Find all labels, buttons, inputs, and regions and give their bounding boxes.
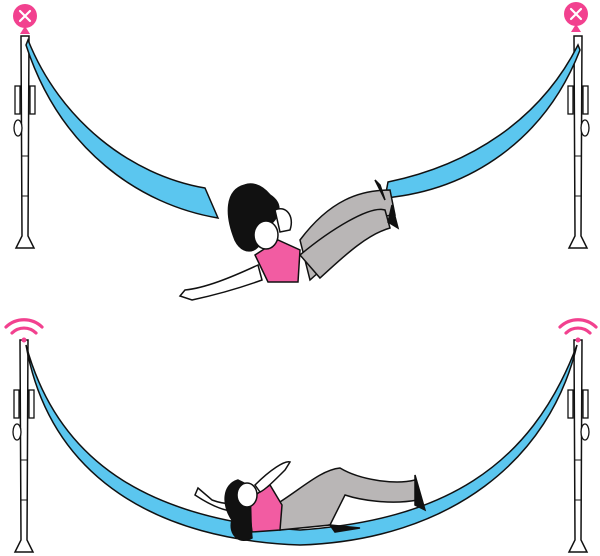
scene-connected (4, 318, 598, 553)
x-circle-icon (564, 2, 588, 32)
wifi-icon (558, 318, 598, 343)
broken-hammock-left (25, 37, 220, 219)
lying-person (194, 461, 427, 541)
x-circle-icon (13, 4, 37, 34)
wifi-icon (4, 318, 44, 343)
hammock (25, 344, 578, 546)
broken-hammock-right (384, 43, 581, 199)
pole-left (12, 339, 35, 553)
pole-right (567, 339, 590, 553)
pole-left (13, 35, 36, 249)
scene-disconnected (13, 2, 590, 301)
falling-person (178, 179, 400, 301)
